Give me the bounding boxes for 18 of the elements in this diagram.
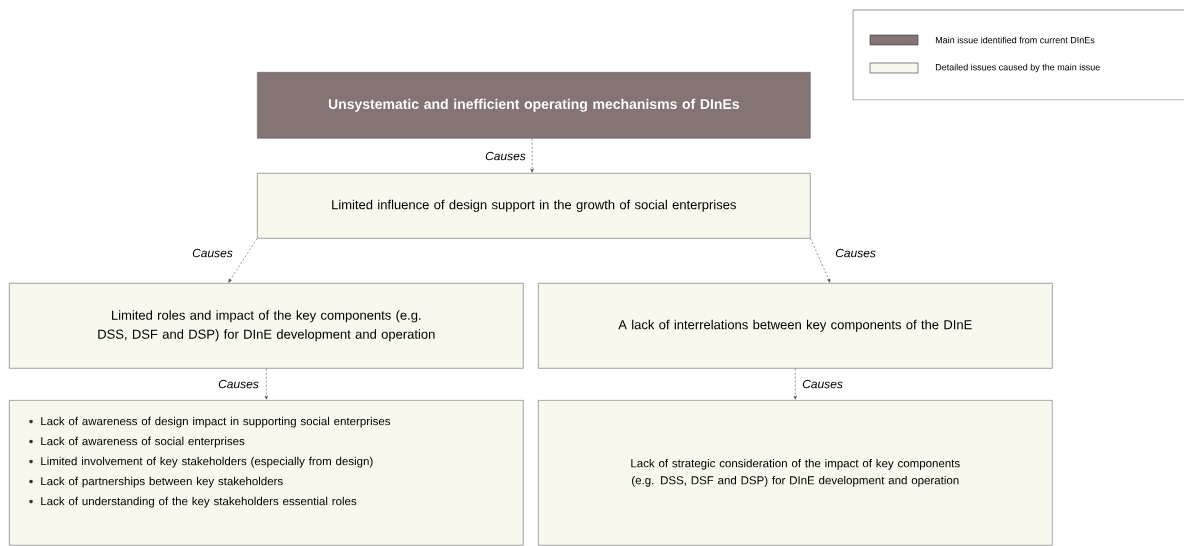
edge-label: Causes (192, 248, 233, 258)
issue-box: Limited influence of design support in the growth of social enterprises (257, 173, 811, 239)
issue-box: Lack of strategic consideration of the impact of key components (e.g. DSS, DSF and DSP) for DInE development and operation (538, 399, 1053, 546)
arrow (264, 368, 268, 400)
edge-label: Causes (835, 248, 876, 258)
arrow (810, 238, 831, 283)
edge-label: Causes (218, 379, 259, 389)
arrow (228, 238, 258, 283)
issue-box: Limited roles and impact of the key components (e.g. DSS, DSF and DSP) for DInE development and operation (9, 283, 524, 369)
legend-text: Detailed issues caused by the main issue (935, 63, 1100, 73)
edge-label: Causes (485, 151, 526, 161)
issue-box: Lack of awareness of design impact in supporting social enterprises Lack of awareness of social enterprises Limited involvement of key stakeholders (especially from design) Lack of partnerships between key stakeholders Lack of understanding of the key stakeholders essential roles (9, 399, 524, 546)
legend-text: Main issue identified from current DInEs (935, 36, 1095, 44)
arrow (530, 138, 534, 173)
main-issue-box: Unsystematic and inefficient operating mechanisms of DInEs (257, 72, 811, 139)
arrow (793, 368, 797, 400)
issue-box: A lack of interrelations between key components of the DInE (538, 283, 1053, 369)
edge-label: Causes (802, 379, 843, 389)
